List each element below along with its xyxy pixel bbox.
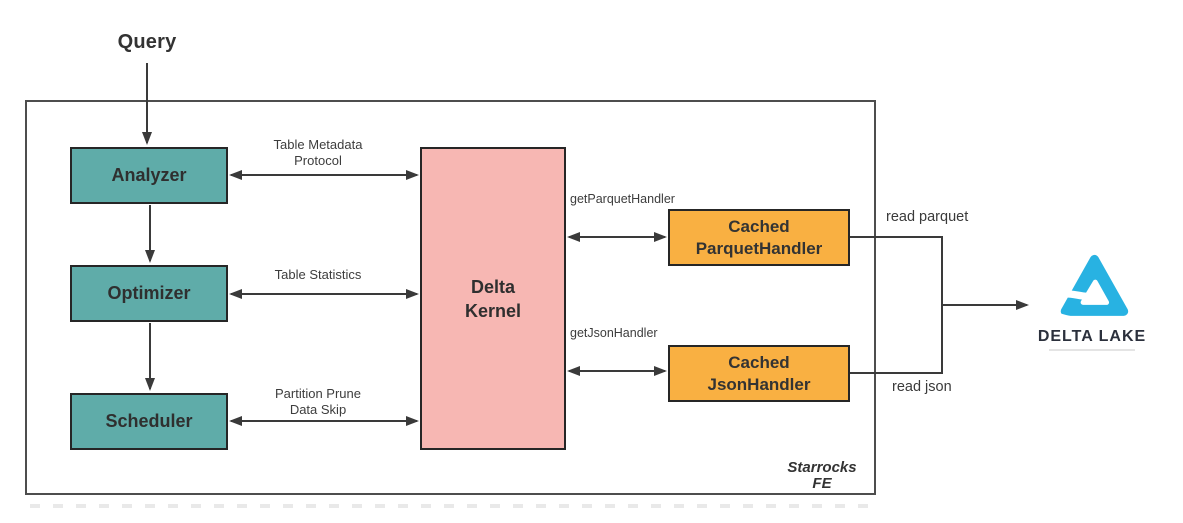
edge-label-partition-prune-line1: Partition Prune (275, 386, 361, 401)
node-cached-parquet-handler: Cached ParquetHandler (668, 209, 850, 266)
node-delta-kernel: Delta Kernel (420, 147, 566, 450)
edge-label-table-metadata-protocol: Table Metadata Protocol (233, 137, 403, 169)
node-analyzer-label: Analyzer (111, 165, 187, 185)
starrocks-fe-caption-line2: FE (812, 475, 832, 492)
edge-label-get-json-handler: getJsonHandler (570, 326, 658, 340)
delta-kernel-label-line1: Delta (470, 276, 515, 297)
json-handler-label-line2: JsonHandler (707, 374, 811, 394)
query-label: Query (117, 31, 177, 53)
edge-label-get-parquet-handler: getParquetHandler (570, 192, 675, 206)
edge-label-table-statistics-line1: Table Statistics (274, 267, 362, 282)
parquet-handler-label-line2: ParquetHandler (695, 238, 823, 258)
node-optimizer-label: Optimizer (107, 283, 191, 303)
node-scheduler: Scheduler (70, 393, 228, 450)
delta-lake-logo-underline (1049, 349, 1135, 351)
parquet-handler-label-line1: Cached (728, 216, 790, 236)
starrocks-fe-caption: Starrocks FE (762, 460, 882, 492)
json-handler-label-line1: Cached (728, 352, 790, 372)
starrocks-fe-caption-line1: Starrocks (787, 459, 857, 476)
edge-label-partition-prune-line2: Data Skip (289, 402, 347, 417)
node-analyzer: Analyzer (70, 147, 228, 204)
edge-label-partition-prune-data-skip: Partition Prune Data Skip (233, 386, 403, 418)
delta-lake-logo: DELTA LAKE (1026, 248, 1158, 351)
node-cached-json-handler: Cached JsonHandler (668, 345, 850, 402)
edge-label-table-metadata-line2: Protocol (294, 153, 342, 168)
edge-label-table-metadata-line1: Table Metadata (273, 137, 363, 152)
edge-label-read-json: read json (892, 379, 952, 395)
node-scheduler-label: Scheduler (105, 411, 193, 431)
delta-lake-logo-caption: DELTA LAKE (1037, 328, 1147, 345)
edge-label-read-parquet: read parquet (886, 209, 969, 225)
edge-label-table-statistics: Table Statistics (233, 267, 403, 283)
delta-lake-triangle-icon (1051, 254, 1129, 322)
dashed-strip-decoration (30, 504, 878, 508)
delta-kernel-label-line2: Kernel (464, 300, 522, 321)
node-optimizer: Optimizer (70, 265, 228, 322)
